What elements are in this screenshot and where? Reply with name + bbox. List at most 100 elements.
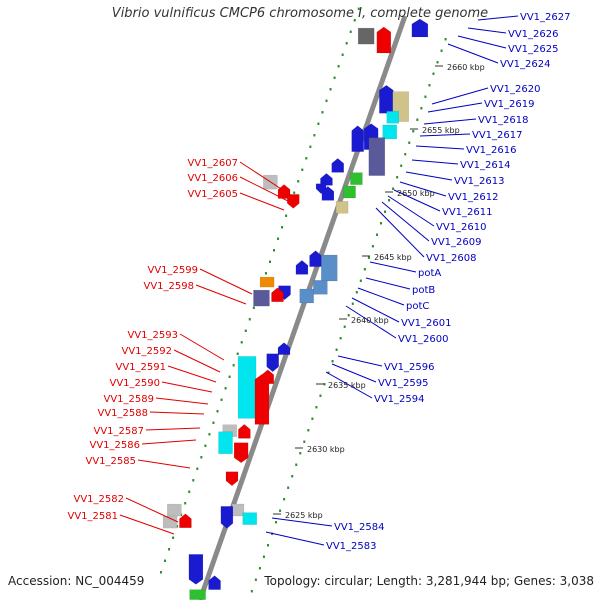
gc-dot-left (240, 341, 243, 344)
gene-label-forward: VV1_2614 (460, 160, 511, 171)
leader-line (179, 333, 225, 361)
gene-arrow (188, 554, 204, 585)
gc-dot-left (268, 260, 271, 263)
gene-label-forward: potB (412, 285, 435, 296)
leader-line (265, 531, 325, 546)
gene-label-reverse: VV1_2599 (148, 265, 199, 276)
gene-label-reverse: VV1_2589 (104, 394, 155, 405)
gene-label-reverse: VV1_2590 (110, 378, 161, 389)
gc-dot-right (291, 475, 294, 478)
accession-text: Accession: NC_004459 (8, 574, 145, 588)
gc-dot-left (244, 329, 247, 332)
gc-dot-right (339, 337, 342, 340)
gc-dot-right (428, 84, 431, 87)
gc-dot-right (266, 544, 269, 547)
backbone-line (197, 15, 408, 601)
gc-dot-right (287, 486, 290, 489)
gene-label-forward: VV1_2609 (431, 237, 482, 248)
gene-arrow (237, 356, 257, 419)
gc-dot-right (275, 521, 278, 524)
gene-label-forward: VV1_2619 (484, 99, 535, 110)
gc-dot-left (196, 467, 199, 470)
leader-line (427, 102, 483, 113)
gene-arrow (220, 506, 234, 529)
gene-label-reverse: VV1_2588 (98, 408, 149, 419)
gc-dot-right (351, 302, 354, 305)
gene-arrow (271, 287, 284, 302)
gene-label-reverse: VV1_2607 (188, 158, 239, 169)
gc-dot-left (232, 364, 235, 367)
leader-line (447, 43, 499, 64)
gene-label-reverse: VV1_2591 (116, 362, 167, 373)
gc-dot-left (313, 134, 316, 137)
gc-dot-left (353, 19, 356, 22)
scale-label: 2655 kbp (422, 126, 460, 135)
gc-dot-right (432, 72, 435, 75)
gene-arrow (386, 111, 400, 124)
gc-dot-right (315, 406, 318, 409)
gene-label-forward: VV1_2594 (374, 394, 425, 405)
gene-label-forward: VV1_2618 (478, 115, 529, 126)
leader-line (167, 365, 217, 383)
gc-dot-right (327, 371, 330, 374)
gene-arrow (233, 442, 249, 463)
gene-arrow (379, 85, 394, 114)
scale-label: 2630 kbp (307, 445, 345, 454)
gene-label-reverse: VV1_2581 (68, 511, 119, 522)
gc-dot-left (204, 444, 207, 447)
leader-line (141, 439, 197, 445)
gc-dot-left (349, 30, 352, 33)
gc-dot-left (176, 525, 179, 528)
leader-line (393, 189, 441, 212)
gc-dot-right (440, 49, 443, 52)
scale-label: 2660 kbp (447, 63, 485, 72)
gc-dot-left (224, 387, 227, 390)
leader-line (467, 27, 507, 34)
gc-dot-right (331, 360, 334, 363)
gene-label-forward: VV1_2611 (442, 207, 493, 218)
gc-dot-left (305, 157, 308, 160)
leader-line (369, 261, 417, 273)
gc-dot-right (444, 38, 447, 41)
leader-line (477, 15, 519, 21)
gene-arrow (189, 589, 206, 600)
gc-dot-left (333, 76, 336, 79)
gene-arrow (277, 342, 291, 355)
gc-dot-left (277, 237, 280, 240)
gene-arrow (162, 515, 178, 529)
gc-dot-right (416, 118, 419, 121)
gene-arrow (295, 260, 309, 275)
gene-label-reverse: VV1_2598 (144, 281, 195, 292)
gene-label-forward: potA (418, 268, 441, 279)
gc-dot-left (345, 42, 348, 45)
gc-dot-left (164, 559, 167, 562)
leader-line (411, 159, 459, 165)
gc-dot-right (359, 279, 362, 282)
gc-dot-right (262, 555, 265, 558)
leader-line (351, 297, 400, 323)
leader-line (149, 411, 205, 415)
gc-dot-right (388, 199, 391, 202)
gc-dot-right (355, 291, 358, 294)
gene-label-forward: VV1_2625 (508, 44, 559, 55)
gc-dot-right (311, 417, 314, 420)
leader-line (387, 195, 435, 227)
gene-label-forward: VV1_2583 (326, 541, 377, 552)
gc-dot-right (307, 429, 310, 432)
gc-dot-right (363, 268, 366, 271)
leader-line (381, 201, 430, 242)
leader-lines-layer (119, 15, 519, 546)
leader-line (365, 277, 411, 290)
gene-label-forward: VV1_2627 (520, 12, 571, 23)
gc-dot-left (357, 7, 360, 10)
gc-dot-left (228, 375, 231, 378)
gene-label-forward: VV1_2600 (398, 334, 449, 345)
leader-line (161, 381, 213, 393)
leader-line (399, 181, 447, 197)
gc-dot-right (436, 61, 439, 64)
backbone-layer (197, 15, 408, 601)
gene-arrow (351, 125, 364, 152)
gene-arrow (242, 512, 258, 525)
gene-arrow (253, 289, 270, 307)
